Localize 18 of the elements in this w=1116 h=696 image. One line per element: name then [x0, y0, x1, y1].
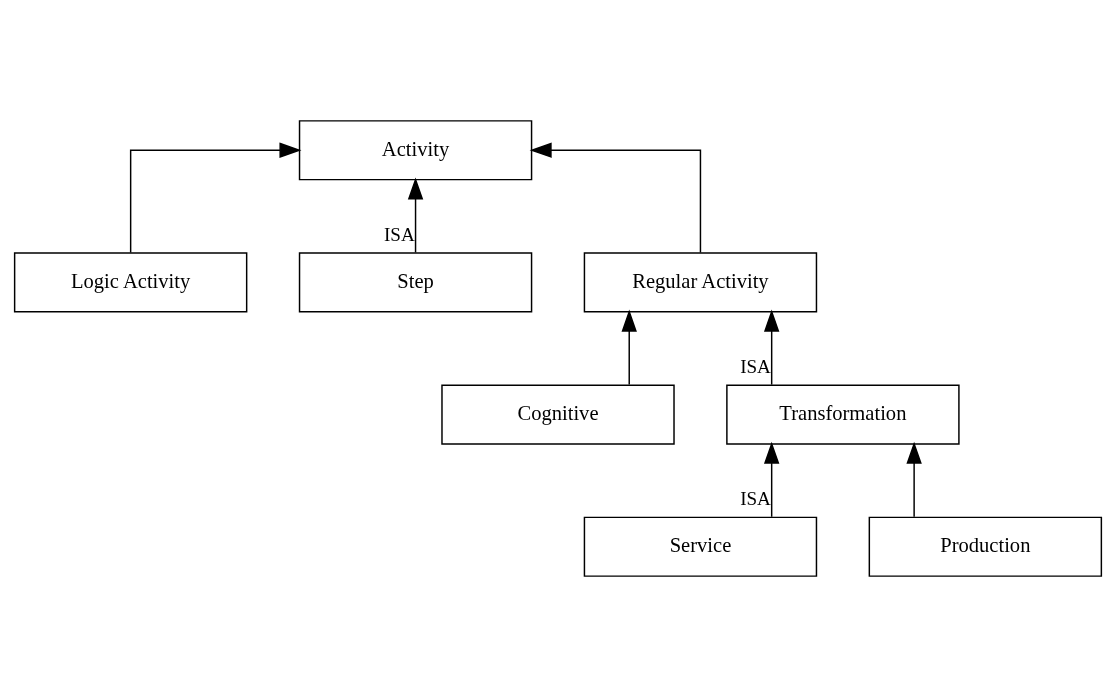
edge-label: ISA	[740, 487, 771, 509]
node-box: Step	[298, 251, 533, 313]
arrow	[407, 176, 424, 253]
arrow	[763, 309, 780, 385]
node-box: Cognitive	[441, 383, 675, 445]
node-box: Activity	[298, 119, 533, 180]
edge-label: ISA	[384, 223, 415, 245]
node-box: Regular Activity	[583, 251, 818, 313]
node-box: Production	[868, 516, 1103, 577]
arrow	[129, 142, 302, 253]
node-box: Logic Activity	[13, 251, 248, 313]
arrow	[763, 441, 780, 517]
arrow	[621, 309, 637, 385]
node-box: Transformation	[726, 383, 960, 445]
arrow	[906, 441, 922, 517]
edge-label: ISA	[740, 355, 771, 377]
arrow	[529, 142, 702, 253]
node-box: Service	[583, 516, 818, 577]
